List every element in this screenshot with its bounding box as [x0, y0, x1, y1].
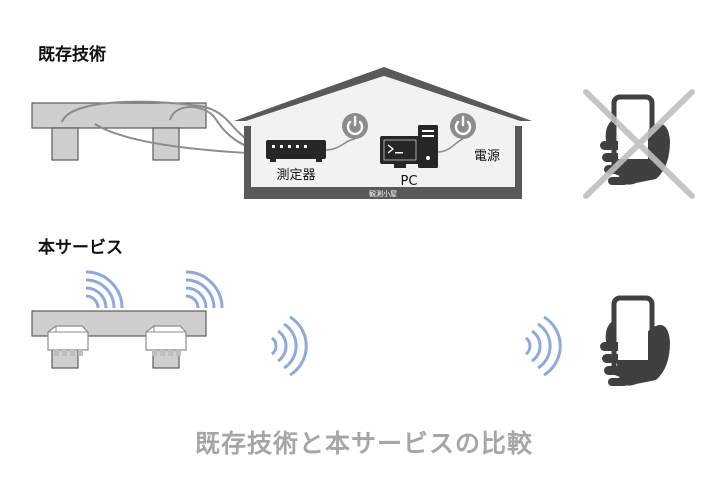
power-icon [448, 111, 478, 141]
cross-mark [583, 89, 695, 199]
comparison-caption: 既存技術と本サービスの比較 [194, 429, 533, 458]
hut-label: 観測小屋 [369, 189, 397, 198]
wifi-wave-icon [84, 270, 124, 310]
wifi-wave-icon [184, 270, 224, 310]
power-label: 電源 [474, 149, 500, 164]
existing-bridge [31, 102, 207, 161]
existing-tech-title: 既存技術 [38, 45, 106, 65]
power-icon [340, 111, 370, 141]
wifi-wave-icon [524, 315, 562, 377]
measuring-device-icon [266, 140, 326, 162]
new-service-title: 本サービス [38, 238, 123, 258]
pc-icon [380, 125, 438, 168]
device-label: 測定器 [276, 168, 315, 183]
pc-label: PC [401, 174, 418, 189]
wifi-wave-icon [270, 315, 308, 377]
smartphone-hand-icon [600, 298, 670, 386]
